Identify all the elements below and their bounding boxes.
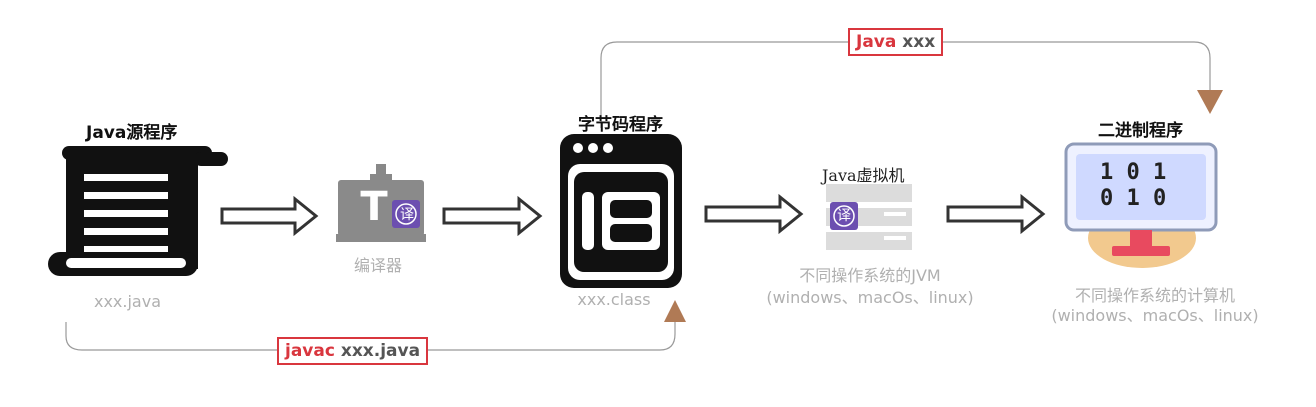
run-command-box: Java xxx	[848, 28, 944, 56]
binary-caption-line1: 不同操作系统的计算机	[1074, 286, 1235, 305]
jvm-caption-line2: (windows、macOs、linux)	[766, 288, 974, 307]
binary-screen-line2: 0 1 0	[1100, 186, 1167, 211]
compile-arrowhead	[664, 300, 686, 322]
jvm-caption-line1: 不同操作系统的JVM	[799, 266, 941, 285]
compile-command-keyword: javac	[285, 341, 335, 361]
jvm-title: Java虚拟机	[822, 166, 905, 185]
jvm-badge: 译	[837, 208, 851, 224]
bytecode-caption: xxx.class	[577, 290, 651, 309]
arrow-source-to-compiler	[220, 195, 319, 237]
run-command-keyword: Java	[856, 32, 897, 52]
computer-monitor-icon	[1064, 142, 1218, 268]
run-arrowhead	[1197, 90, 1223, 114]
arrow-jvm-to-binary	[946, 193, 1046, 235]
source-caption: xxx.java	[93, 292, 161, 311]
compiler-caption: 编译器	[353, 256, 402, 275]
bytecode-window-icon	[560, 134, 682, 288]
binary-caption-line2: (windows、macOs、linux)	[1051, 306, 1259, 325]
arrow-bytecode-to-jvm	[704, 193, 804, 235]
jvm-server-icon	[826, 184, 912, 250]
compile-command-arg: xxx.java	[340, 341, 421, 361]
compiler-icon: T	[336, 164, 426, 242]
compiler-badge: 译	[400, 207, 414, 223]
binary-screen-line1: 1 0 1	[1100, 160, 1167, 185]
scroll-document-icon	[48, 146, 228, 276]
bytecode-title: 字节码程序	[578, 115, 663, 135]
compile-command-box: javac xxx.java	[277, 337, 429, 365]
arrow-compiler-to-bytecode	[442, 195, 543, 237]
svg-text:T: T	[360, 184, 388, 230]
source-title: Java源程序	[86, 123, 178, 143]
binary-title: 二进制程序	[1098, 121, 1183, 141]
run-command-arg: xxx	[902, 32, 936, 52]
